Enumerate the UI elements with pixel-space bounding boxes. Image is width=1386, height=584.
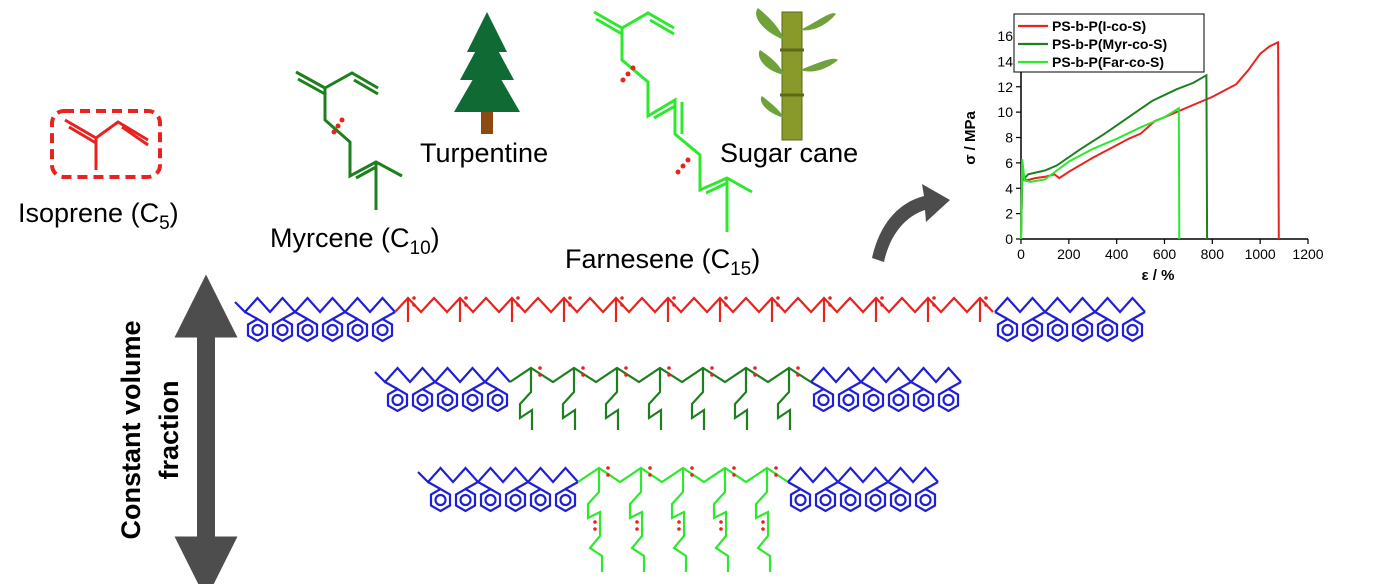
cut-dot: [753, 366, 757, 377]
x-tick-label: 800: [1201, 246, 1225, 262]
x-tick-label: 0: [1017, 246, 1025, 262]
farnesene-structure: [593, 10, 753, 232]
polyisoprene-block: [394, 296, 994, 322]
polystyrene-block: [994, 296, 1146, 343]
cut-dot: [581, 366, 585, 377]
polystyrene-block: [234, 296, 396, 343]
pine-tree-icon: [454, 12, 520, 134]
isoprene-highlight-box: [50, 109, 162, 179]
chain-farnesene: [417, 466, 939, 572]
axis-ticks: 0 200 400 600 800 1000 1200 0 2 4 6 8 10 12 14 16: [997, 28, 1323, 262]
cut-dot: [719, 520, 723, 531]
polystyrene-block: [374, 366, 511, 413]
cut-dot: [667, 366, 671, 377]
cut-dot: [710, 366, 714, 377]
curved-arrow-icon: [872, 184, 950, 262]
x-tick-label: 1200: [1292, 246, 1323, 262]
series-line-2: [1020, 73, 1209, 240]
y-tick-label: 12: [997, 79, 1013, 95]
block-copolymer-chains: [234, 296, 1146, 572]
myrcene-label: Myrcene (C10): [270, 223, 440, 259]
cut-dot: [677, 520, 681, 531]
legend-label: PS-b-P(Myr-co-S): [1052, 36, 1167, 52]
polystyrene-block: [417, 466, 579, 513]
x-tick-label: 600: [1153, 246, 1177, 262]
chain-myrcene: [374, 366, 962, 430]
y-tick-label: 8: [1005, 130, 1013, 146]
chart-series: [1020, 40, 1280, 240]
farnesene-label: Farnesene (C15): [565, 244, 760, 280]
cut-dot: [776, 296, 780, 307]
cut-dot: [412, 296, 416, 307]
y-tick-label: 2: [1005, 206, 1013, 222]
cut-dot: [635, 520, 639, 531]
side-label-line2: fraction: [154, 380, 184, 479]
x-tick-label: 400: [1105, 246, 1129, 262]
myrcene-cut-mark: [331, 117, 345, 135]
cut-dot: [464, 296, 468, 307]
y-tick-label: 14: [997, 53, 1013, 69]
myrcene-structure: [295, 70, 403, 210]
x-axis-label: ε / %: [1142, 267, 1175, 284]
farnesene-cut-mark-1: [620, 65, 636, 83]
legend-label: PS-b-P(I-co-S): [1052, 18, 1146, 34]
side-label-line1: Constant volume: [116, 320, 146, 539]
cut-dot: [828, 296, 832, 307]
cut-dot: [648, 466, 652, 477]
cut-dot: [593, 520, 597, 531]
cut-dot: [761, 520, 765, 531]
cut-dot: [796, 366, 800, 377]
turpentine-label: Turpentine: [420, 138, 548, 168]
polyfarnesene-block: [577, 466, 789, 572]
chain-isoprene: [234, 296, 1146, 343]
polystyrene-block: [787, 466, 939, 513]
y-tick-label: 4: [1005, 180, 1013, 196]
cut-dot: [774, 466, 778, 477]
stress-strain-chart: 0 200 400 600 800 1000 1200 0 2 4 6 8 10 12 14 16 ε / %…: [962, 13, 1324, 284]
isoprene-structure: [64, 118, 149, 170]
y-tick-label: 10: [997, 104, 1013, 120]
cut-dot: [690, 466, 694, 477]
cut-dot: [606, 466, 610, 477]
polystyrene-block: [810, 366, 962, 413]
cut-dot: [624, 366, 628, 377]
cut-dot: [880, 296, 884, 307]
cut-dot: [724, 296, 728, 307]
cut-dot: [984, 296, 988, 307]
isoprene-label: Isoprene (C5): [18, 198, 179, 234]
cut-dot: [932, 296, 936, 307]
sugar-cane-icon: [756, 8, 838, 141]
chart-legend: PS-b-P(I-co-S) PS-b-P(Myr-co-S) PS-b-P(Far…: [1013, 13, 1205, 73]
polymyrcene-block: [509, 366, 812, 430]
y-tick-label: 16: [997, 28, 1013, 44]
series-line-3: [1020, 106, 1181, 240]
y-axis-label: σ / MPa: [962, 111, 979, 165]
legend-label: PS-b-P(Far-co-S): [1052, 54, 1164, 70]
x-tick-label: 1000: [1245, 246, 1276, 262]
cut-dot: [620, 296, 624, 307]
x-tick-label: 200: [1057, 246, 1081, 262]
cut-dot: [538, 366, 542, 377]
farnesene-cut-mark-2: [675, 157, 691, 175]
cut-dot: [672, 296, 676, 307]
sugar-cane-label: Sugar cane: [720, 138, 858, 168]
y-tick-label: 6: [1005, 155, 1013, 171]
y-tick-label: 0: [1005, 231, 1013, 247]
series-line-1: [1020, 40, 1280, 240]
cut-dot: [516, 296, 520, 307]
cut-dot: [568, 296, 572, 307]
cut-dot: [732, 466, 736, 477]
